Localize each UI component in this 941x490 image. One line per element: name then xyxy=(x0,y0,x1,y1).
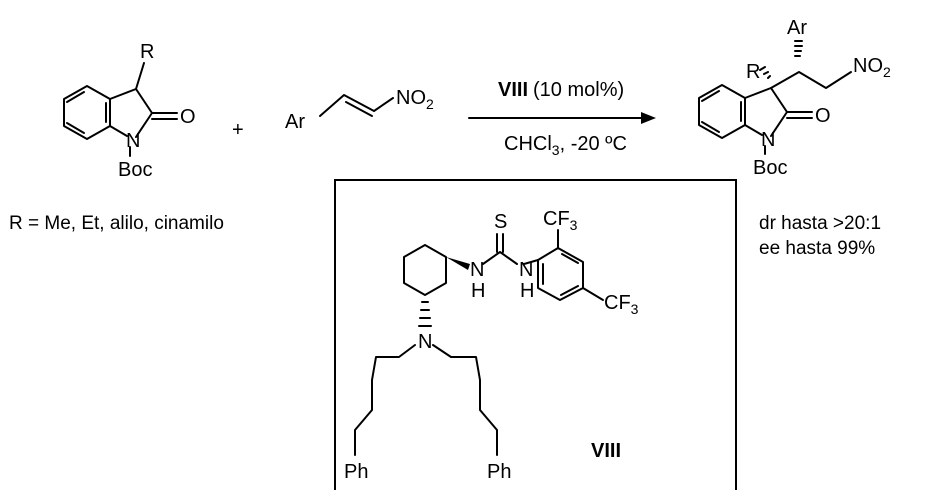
ph-right-label: Ph xyxy=(487,461,511,483)
product-boc-label: Boc xyxy=(753,157,787,179)
reactant-oxindole: R N O Boc xyxy=(63,41,196,181)
product-oxindole: R Ar NO2 N O Boc xyxy=(698,17,891,179)
nitroalkene-bonds xyxy=(319,94,394,117)
nh2-n-label: N xyxy=(519,259,533,281)
product-nitro-label: NO2 xyxy=(853,55,891,80)
reaction-arrow-head xyxy=(641,112,656,124)
product-r-label: R xyxy=(746,61,760,83)
reaction-conditions: VIII(10 mol%) CHCl3, -20 ºC xyxy=(468,79,656,158)
cyclohexane-ring xyxy=(403,244,447,296)
dr-result: dr hasta >20:1 xyxy=(759,213,882,234)
catalyst-loading-label: VIII(10 mol%) xyxy=(498,79,624,101)
aryl-inner-bonds xyxy=(542,253,579,296)
cf3-right-bond xyxy=(582,287,604,301)
product-ar-label: Ar xyxy=(787,17,807,39)
thiourea-s-label: S xyxy=(494,211,507,233)
cf3-right-label: CF3 xyxy=(604,292,639,317)
benzene-inner-bonds xyxy=(66,91,107,134)
ee-result: ee hasta 99% xyxy=(759,238,876,259)
benzene-ring xyxy=(63,85,111,140)
product-hash-bond-ar xyxy=(794,40,803,57)
nh1-h-label: H xyxy=(471,280,485,302)
thiourea-bonds xyxy=(482,233,518,265)
product-benzene-ring xyxy=(698,84,746,139)
reactant1-n-label: N xyxy=(126,130,140,152)
catalyst-viii-label: VIII xyxy=(591,440,621,462)
aryl-ring xyxy=(537,247,584,301)
nh2-h-label: H xyxy=(520,280,534,302)
reactant1-boc-label: Boc xyxy=(118,159,152,181)
catalyst-structure: S N H N H N CF3 CF3 Ph Ph VIII xyxy=(344,208,639,483)
product-carbonyl-double-bond xyxy=(786,111,813,119)
product-o-label: O xyxy=(815,105,831,127)
wedge-bond xyxy=(446,257,470,270)
carbonyl-double-bond xyxy=(151,112,178,120)
r-definition: R = Me, Et, alilo, cinamilo xyxy=(9,213,224,234)
ph-left-label: Ph xyxy=(344,461,368,483)
amine-n-label: N xyxy=(418,331,432,353)
left-propyl-chain xyxy=(354,344,416,456)
product-side-chain xyxy=(770,71,852,89)
reactant1-r-label: R xyxy=(140,41,154,63)
product-hash-bond-r xyxy=(759,66,771,79)
product-benzene-inner-bonds xyxy=(701,90,742,133)
product-n-label: N xyxy=(761,129,775,151)
nh1-n-label: N xyxy=(470,259,484,281)
aryl-nh-bond xyxy=(523,259,539,265)
hash-bond-amine xyxy=(418,301,432,327)
plus-sign: + xyxy=(232,119,244,141)
product-five-ring-bonds xyxy=(744,87,788,137)
reactant2-nitro-label: NO2 xyxy=(396,87,434,112)
reactant2-ar-label: Ar xyxy=(285,111,305,133)
reactant1-o-label: O xyxy=(180,106,196,128)
solvent-temperature-label: CHCl3, -20 ºC xyxy=(504,133,627,158)
substituent-bond xyxy=(135,62,145,90)
catalyst-box xyxy=(334,179,737,490)
five-ring-bonds xyxy=(109,88,153,138)
cf3-top-label: CF3 xyxy=(543,208,578,233)
right-propyl-chain xyxy=(432,344,498,456)
reactant-nitroalkene: Ar NO2 xyxy=(285,87,434,133)
